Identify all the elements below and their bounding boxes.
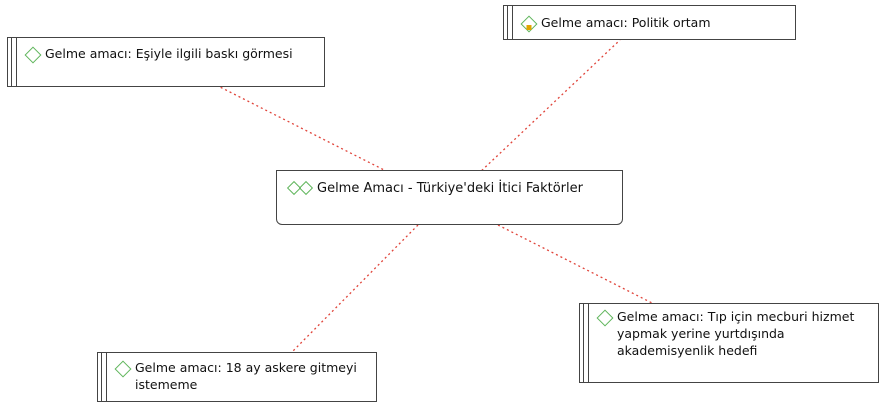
diamond-icon: [24, 46, 42, 64]
connector-line-esiyle: [219, 86, 393, 175]
node-label: Gelme amacı: 18 ay askere gitmeyi isteme…: [135, 360, 357, 392]
connector-line-politik: [477, 39, 621, 175]
node-side-bars: [504, 6, 513, 39]
node-esiyle-baski[interactable]: Gelme amacı: Eşiyle ilgili baskı görmesi: [7, 37, 325, 87]
diamond-icon: [520, 15, 538, 32]
connector-line-askere: [291, 224, 419, 353]
node-side-bars: [98, 353, 107, 401]
central-topic-label: Gelme Amacı - Türkiye'deki İtici Faktörl…: [317, 181, 583, 196]
node-askere-gitmeme[interactable]: Gelme amacı: 18 ay askere gitmeyi isteme…: [97, 352, 377, 402]
double-diamond-icon: [286, 180, 314, 196]
connector-line-tip: [497, 224, 657, 306]
node-label: Gelme amacı: Eşiyle ilgili baskı görmesi: [45, 46, 293, 61]
node-label: Gelme amacı: Tıp için mecburi hizmet yap…: [617, 309, 855, 358]
diamond-icon: [596, 309, 614, 327]
diamond-icon: [114, 360, 132, 378]
central-topic-node[interactable]: Gelme Amacı - Türkiye'deki İtici Faktörl…: [276, 170, 623, 225]
node-tip-mecburi-hizmet[interactable]: Gelme amacı: Tıp için mecburi hizmet yap…: [579, 303, 879, 383]
node-label: Gelme amacı: Politik ortam: [541, 15, 711, 30]
node-side-bars: [8, 38, 17, 86]
node-side-bars: [580, 304, 589, 382]
node-politik-ortam[interactable]: Gelme amacı: Politik ortam: [503, 5, 796, 40]
